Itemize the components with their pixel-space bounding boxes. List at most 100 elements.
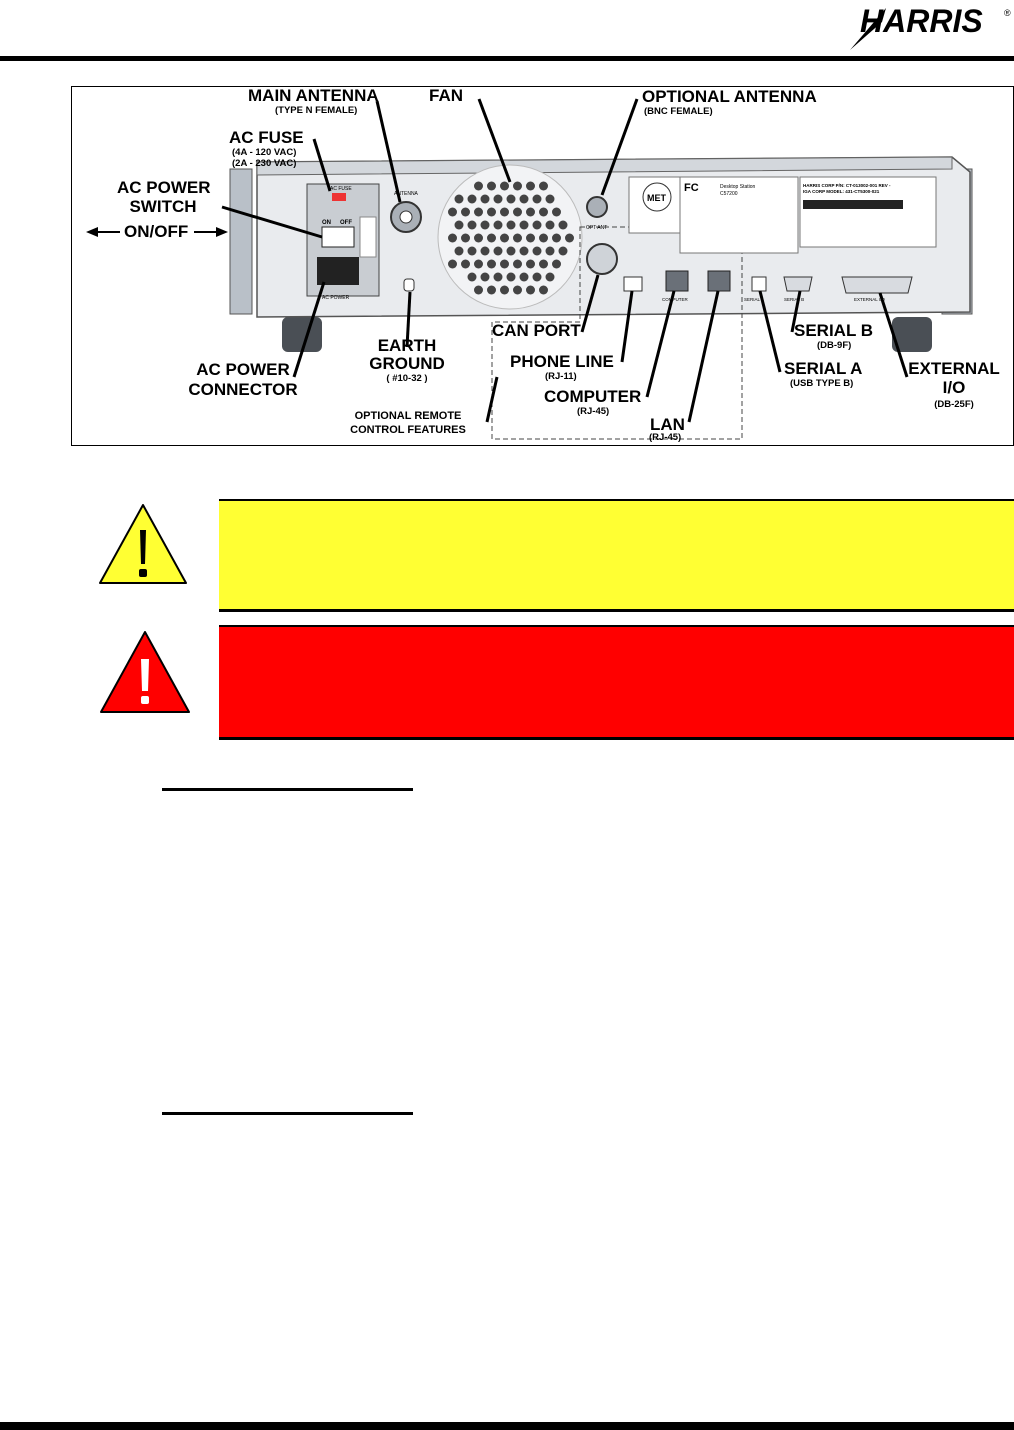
- fan-hole: [539, 181, 548, 191]
- callout-earth-ground-1: EARTH: [377, 336, 437, 355]
- fan-hole: [519, 246, 529, 256]
- callout-serial-b: SERIAL B: [794, 321, 874, 340]
- fan-hole: [552, 207, 561, 217]
- warning-icon: [100, 631, 190, 713]
- fan-hole: [513, 181, 522, 191]
- fan-hole: [506, 246, 516, 256]
- fan-hole: [493, 246, 503, 256]
- caution-box: [219, 499, 1014, 612]
- fan-hole: [519, 220, 529, 230]
- fan-hole: [526, 207, 535, 217]
- fan-hole: [539, 233, 548, 243]
- fan-hole: [480, 220, 490, 230]
- callout-lan: LAN: [650, 415, 685, 434]
- leader-ac-fuse: [312, 138, 332, 192]
- callout-ac-power-connector-2: CONNECTOR: [188, 380, 298, 399]
- silk-external-io: EXTERNAL I/O: [854, 297, 885, 302]
- callout-on-off: ON/OFF: [124, 222, 189, 241]
- fan-hole: [474, 233, 483, 243]
- callout-optional-antenna: OPTIONAL ANTENNA: [642, 87, 817, 106]
- callout-ac-power-connector-1: AC POWER: [196, 360, 290, 379]
- serial-a-port: [751, 276, 767, 292]
- fan-hole: [506, 220, 516, 230]
- leader-serial-b: [790, 290, 802, 333]
- fan-hole: [539, 207, 548, 217]
- right-foot: [892, 317, 932, 352]
- fan-hole: [513, 285, 522, 295]
- callout-main-antenna: MAIN ANTENNA: [248, 86, 379, 105]
- callout-external-io-2: I/O: [942, 378, 966, 397]
- fan-hole: [487, 285, 496, 295]
- callout-external-io-sub: (DB-25F): [934, 399, 974, 410]
- logo-text: HARRIS: [860, 3, 983, 39]
- callout-optional-antenna-sub: (BNC FEMALE): [644, 106, 713, 117]
- fan-hole: [532, 246, 542, 256]
- callout-phone-line-sub: (RJ-11): [545, 371, 577, 382]
- fan-hole: [493, 194, 503, 204]
- leader-lan: [687, 290, 720, 423]
- leader-earth-ground: [405, 291, 412, 348]
- fan-hole: [467, 194, 477, 204]
- callout-can-port: CAN PORT: [492, 321, 581, 340]
- leader-optional-remote: [485, 376, 499, 423]
- callout-ac-power-switch-1: AC POWER: [117, 178, 211, 197]
- optional-remote-region: [491, 226, 743, 440]
- fcc-label: [679, 176, 799, 254]
- callout-ac-fuse-sub2: (2A - 230 VAC): [232, 158, 297, 169]
- can-port-connector: [586, 243, 618, 275]
- power-module-label: [359, 216, 377, 258]
- met-seal: [642, 182, 672, 212]
- callout-serial-a-sub: (USB TYPE B): [790, 378, 854, 389]
- footer-rule: [0, 1422, 1014, 1430]
- fan-hole: [480, 246, 490, 256]
- fan-hole: [461, 207, 470, 217]
- fan-hole: [474, 285, 483, 295]
- fan-hole: [487, 259, 496, 269]
- computer-jack: [665, 270, 689, 292]
- fan-hole: [487, 233, 496, 243]
- silk-opt-ant: OPT ANT: [586, 225, 607, 231]
- callout-serial-a: SERIAL A: [784, 359, 863, 378]
- fan-hole: [500, 207, 509, 217]
- fan-hole: [532, 194, 542, 204]
- fan-hole: [513, 259, 522, 269]
- registered-mark: ®: [1004, 8, 1011, 18]
- callout-fan: FAN: [429, 86, 463, 105]
- fan-hole: [467, 246, 477, 256]
- power-switch: [321, 226, 355, 248]
- fan-hole: [448, 233, 457, 243]
- fan-hole: [500, 233, 509, 243]
- left-foot: [282, 317, 322, 352]
- fan-hole: [545, 272, 555, 282]
- section-heading-rule-2: [162, 1112, 413, 1115]
- leader-optional-antenna: [600, 98, 639, 196]
- fan-hole: [461, 259, 470, 269]
- iga-model-text: IGA CORP MODEL: 431-CT5300-021: [803, 189, 880, 194]
- earth-ground-stud: [403, 278, 415, 292]
- leader-fan: [477, 98, 512, 183]
- fan-hole: [532, 220, 542, 230]
- chassis-top: [256, 156, 953, 176]
- callout-external-io-1: EXTERNAL: [908, 359, 1000, 378]
- callout-ac-power-switch-2: SWITCH: [129, 197, 197, 216]
- fan-hole: [487, 181, 496, 191]
- barcode: [803, 200, 903, 209]
- callout-optional-remote-2: CONTROL FEATURES: [350, 424, 466, 436]
- fan-hole: [506, 194, 516, 204]
- fan-hole: [493, 272, 503, 282]
- callout-phone-line: PHONE LINE: [510, 352, 614, 371]
- fan-hole: [526, 181, 535, 191]
- warning-box: [219, 625, 1014, 740]
- leader-external-io: [878, 292, 909, 378]
- serial-b-port: [783, 276, 813, 292]
- leader-computer: [645, 290, 676, 398]
- fan-hole: [513, 233, 522, 243]
- main-antenna-pin: [399, 210, 413, 224]
- silk-on: ON: [322, 220, 331, 226]
- fuse-indicator: [332, 193, 346, 201]
- callout-serial-b-sub: (DB-9F): [817, 340, 852, 351]
- silk-ac-fuse: AC FUSE: [330, 186, 352, 192]
- fcc-desktop-station: Desktop Station: [720, 184, 756, 190]
- fan-hole: [454, 194, 464, 204]
- fan-hole: [565, 233, 574, 243]
